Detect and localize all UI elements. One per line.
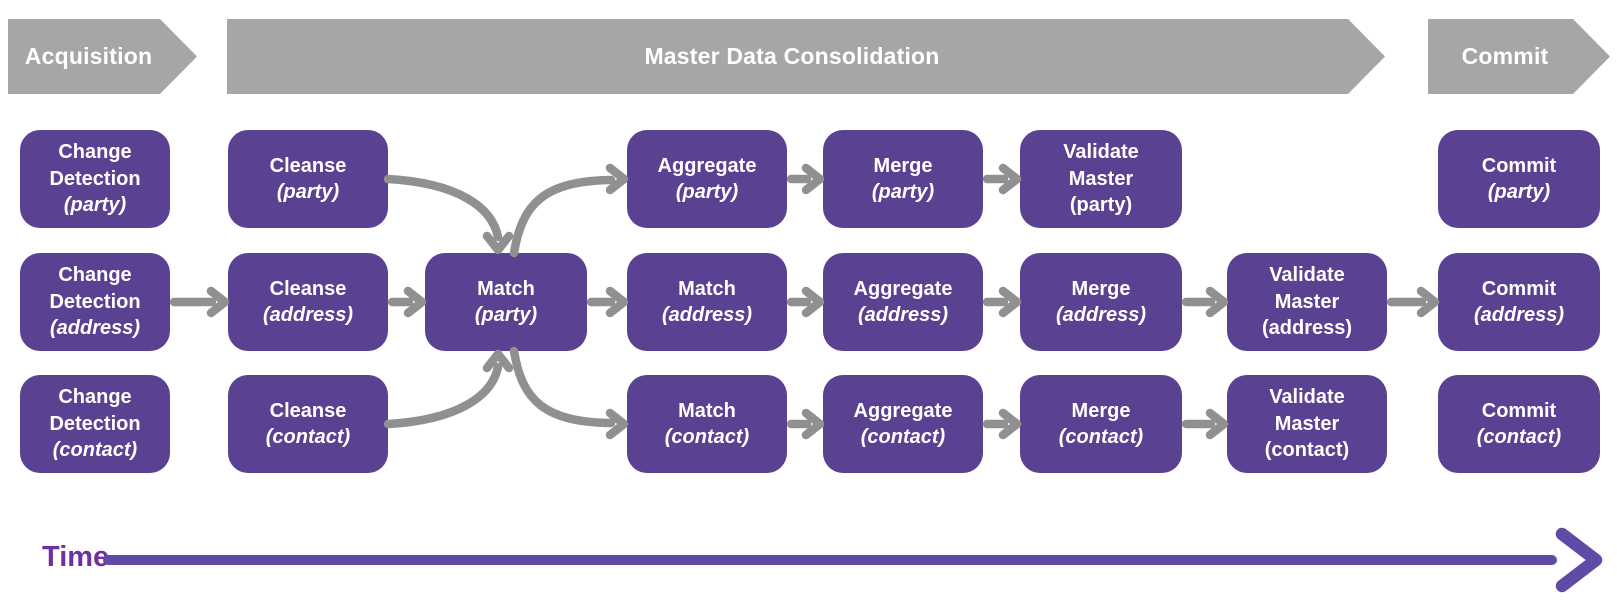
node-qualifier: (address) — [1261, 317, 1353, 340]
node-title: Validate Master — [1063, 141, 1139, 190]
node-cleanse-party: Cleanse (party) — [228, 130, 388, 228]
node-qualifier: (address) — [49, 317, 141, 340]
arrowhead-icon — [482, 349, 514, 373]
arrowhead-icon — [403, 286, 427, 318]
flow-arrow — [383, 174, 503, 242]
node-title: Match — [678, 399, 736, 422]
arrowhead-icon — [605, 408, 629, 440]
flow-arrow — [509, 346, 616, 428]
node-qualifier: (address) — [1055, 304, 1147, 326]
node-title: Aggregate — [853, 277, 953, 300]
node-qualifier: (address) — [1473, 304, 1565, 326]
node-qualifier: (party) — [871, 181, 935, 203]
arrowhead-icon — [998, 286, 1022, 318]
node-validate-master-contact: Validate Master (contact) — [1227, 375, 1387, 473]
node-title: Validate Master — [1269, 264, 1345, 313]
node-change-detection-party: Change Detection (party) — [20, 130, 170, 228]
arrowhead-icon — [605, 286, 629, 318]
node-title: Merge — [873, 154, 933, 177]
node-change-detection-address: Change Detection (address) — [20, 253, 170, 351]
node-qualifier: (party) — [276, 181, 340, 203]
node-title: Change Detection — [49, 386, 141, 435]
node-qualifier: (party) — [1069, 194, 1133, 217]
node-aggregate-party: Aggregate (party) — [627, 130, 787, 228]
node-title: Aggregate — [853, 399, 953, 422]
node-title: Commit — [1481, 277, 1557, 300]
node-qualifier: (contact) — [265, 426, 351, 448]
node-qualifier: (party) — [63, 194, 127, 217]
node-title: Merge — [1071, 399, 1131, 422]
node-qualifier: (party) — [675, 181, 739, 203]
phase-banner-commit: Commit — [1428, 19, 1610, 94]
node-title: Cleanse — [269, 154, 347, 177]
flow-arrow — [509, 175, 616, 258]
arrowhead-icon — [998, 408, 1022, 440]
arrowhead-icon — [1205, 408, 1229, 440]
arrowhead-icon — [605, 163, 629, 195]
arrowhead-icon — [206, 286, 230, 318]
node-qualifier: (contact) — [860, 426, 946, 448]
node-commit-contact: Commit (contact) — [1438, 375, 1600, 473]
node-title: Change Detection — [49, 141, 141, 190]
flow-arrow — [383, 362, 503, 429]
node-match-party: Match (party) — [425, 253, 587, 351]
node-match-address: Match (address) — [627, 253, 787, 351]
node-validate-master-party: Validate Master (party) — [1020, 130, 1182, 228]
node-title: Commit — [1481, 399, 1557, 422]
node-qualifier: (address) — [857, 304, 949, 326]
node-title: Aggregate — [657, 154, 757, 177]
node-qualifier: (contact) — [664, 426, 750, 448]
arrowhead-icon — [1416, 286, 1440, 318]
node-aggregate-contact: Aggregate (contact) — [823, 375, 983, 473]
node-title: Commit — [1481, 154, 1557, 177]
node-commit-address: Commit (address) — [1438, 253, 1600, 351]
node-title: Match — [678, 277, 736, 300]
node-title: Cleanse — [269, 399, 347, 422]
node-merge-party: Merge (party) — [823, 130, 983, 228]
arrowhead-icon — [482, 231, 514, 255]
node-title: Match — [477, 277, 535, 300]
arrowhead-icon — [1205, 286, 1229, 318]
node-change-detection-contact: Change Detection (contact) — [20, 375, 170, 473]
node-qualifier: (contact) — [52, 439, 138, 462]
arrowhead-icon — [998, 163, 1022, 195]
node-qualifier: (address) — [262, 304, 354, 326]
node-title: Change Detection — [49, 264, 141, 313]
phase-banner-acquisition: Acquisition — [8, 19, 197, 94]
node-validate-master-address: Validate Master (address) — [1227, 253, 1387, 351]
node-match-contact: Match (contact) — [627, 375, 787, 473]
node-merge-address: Merge (address) — [1020, 253, 1182, 351]
node-qualifier: (party) — [474, 304, 538, 326]
arrowhead-icon — [801, 408, 825, 440]
node-title: Validate Master — [1269, 386, 1345, 435]
node-merge-contact: Merge (contact) — [1020, 375, 1182, 473]
node-cleanse-address: Cleanse (address) — [228, 253, 388, 351]
arrowhead-icon — [801, 163, 825, 195]
node-qualifier: (address) — [661, 304, 753, 326]
node-title: Merge — [1071, 277, 1131, 300]
node-cleanse-contact: Cleanse (contact) — [228, 375, 388, 473]
node-aggregate-address: Aggregate (address) — [823, 253, 983, 351]
node-qualifier: (contact) — [1264, 439, 1350, 462]
node-qualifier: (contact) — [1476, 426, 1562, 448]
node-qualifier: (party) — [1487, 181, 1551, 203]
arrowhead-icon — [801, 286, 825, 318]
time-axis-label: Time — [42, 541, 110, 573]
phase-banner-master-data-consolidation: Master Data Consolidation — [227, 19, 1385, 94]
node-commit-party: Commit (party) — [1438, 130, 1600, 228]
node-qualifier: (contact) — [1058, 426, 1144, 448]
node-title: Cleanse — [269, 277, 347, 300]
